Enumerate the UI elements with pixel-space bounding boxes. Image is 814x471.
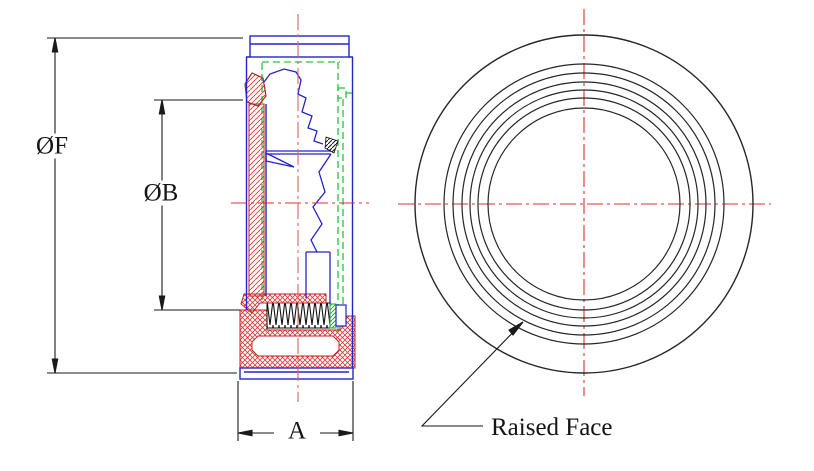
- arrowhead-down-icon: [158, 295, 166, 311]
- phantom-disc-open-position: [261, 61, 353, 332]
- raised-face-leader: [420, 321, 524, 427]
- arrowhead-up-icon: [51, 37, 59, 53]
- dimension-f: [47, 37, 243, 374]
- raised-face-rings: [443, 63, 725, 345]
- dimension-a: [237, 381, 354, 441]
- disc-plate: [240, 293, 327, 314]
- seal-ring-section: [244, 72, 267, 107]
- disc-stem: [248, 103, 265, 297]
- flange-front-view: [414, 34, 754, 374]
- fastener-section: [324, 136, 339, 154]
- spring-cap: [335, 304, 347, 327]
- spring-section: [266, 302, 347, 329]
- dim-label-bore-diameter: ØB: [140, 180, 182, 206]
- arrowhead-right-icon: [338, 429, 354, 437]
- arrowhead-leader-icon: [508, 321, 524, 336]
- raised-face-label: Raised Face: [491, 414, 613, 441]
- dim-label-outer-diameter: ØF: [33, 133, 71, 159]
- spring-retainer: [329, 303, 337, 329]
- arrowhead-up-icon: [158, 99, 166, 115]
- arrowhead-down-icon: [51, 358, 59, 374]
- valve-body-outline: [239, 35, 354, 380]
- flange-outer-circle: [414, 34, 754, 374]
- disc-section: [240, 72, 327, 314]
- dim-label-face-to-face: A: [284, 418, 310, 444]
- arrowhead-left-icon: [237, 429, 253, 437]
